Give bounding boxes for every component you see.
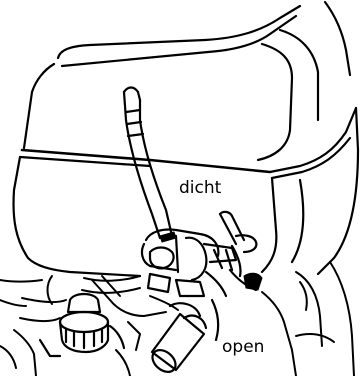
fuel-tank bbox=[14, 2, 358, 276]
open-position-label: open bbox=[222, 339, 264, 356]
fuel-tap bbox=[142, 212, 262, 296]
closed-position-label: dicht bbox=[179, 180, 221, 197]
engine-housing bbox=[262, 262, 354, 376]
drain-cylinder bbox=[148, 300, 218, 376]
tap-lever bbox=[220, 212, 256, 276]
